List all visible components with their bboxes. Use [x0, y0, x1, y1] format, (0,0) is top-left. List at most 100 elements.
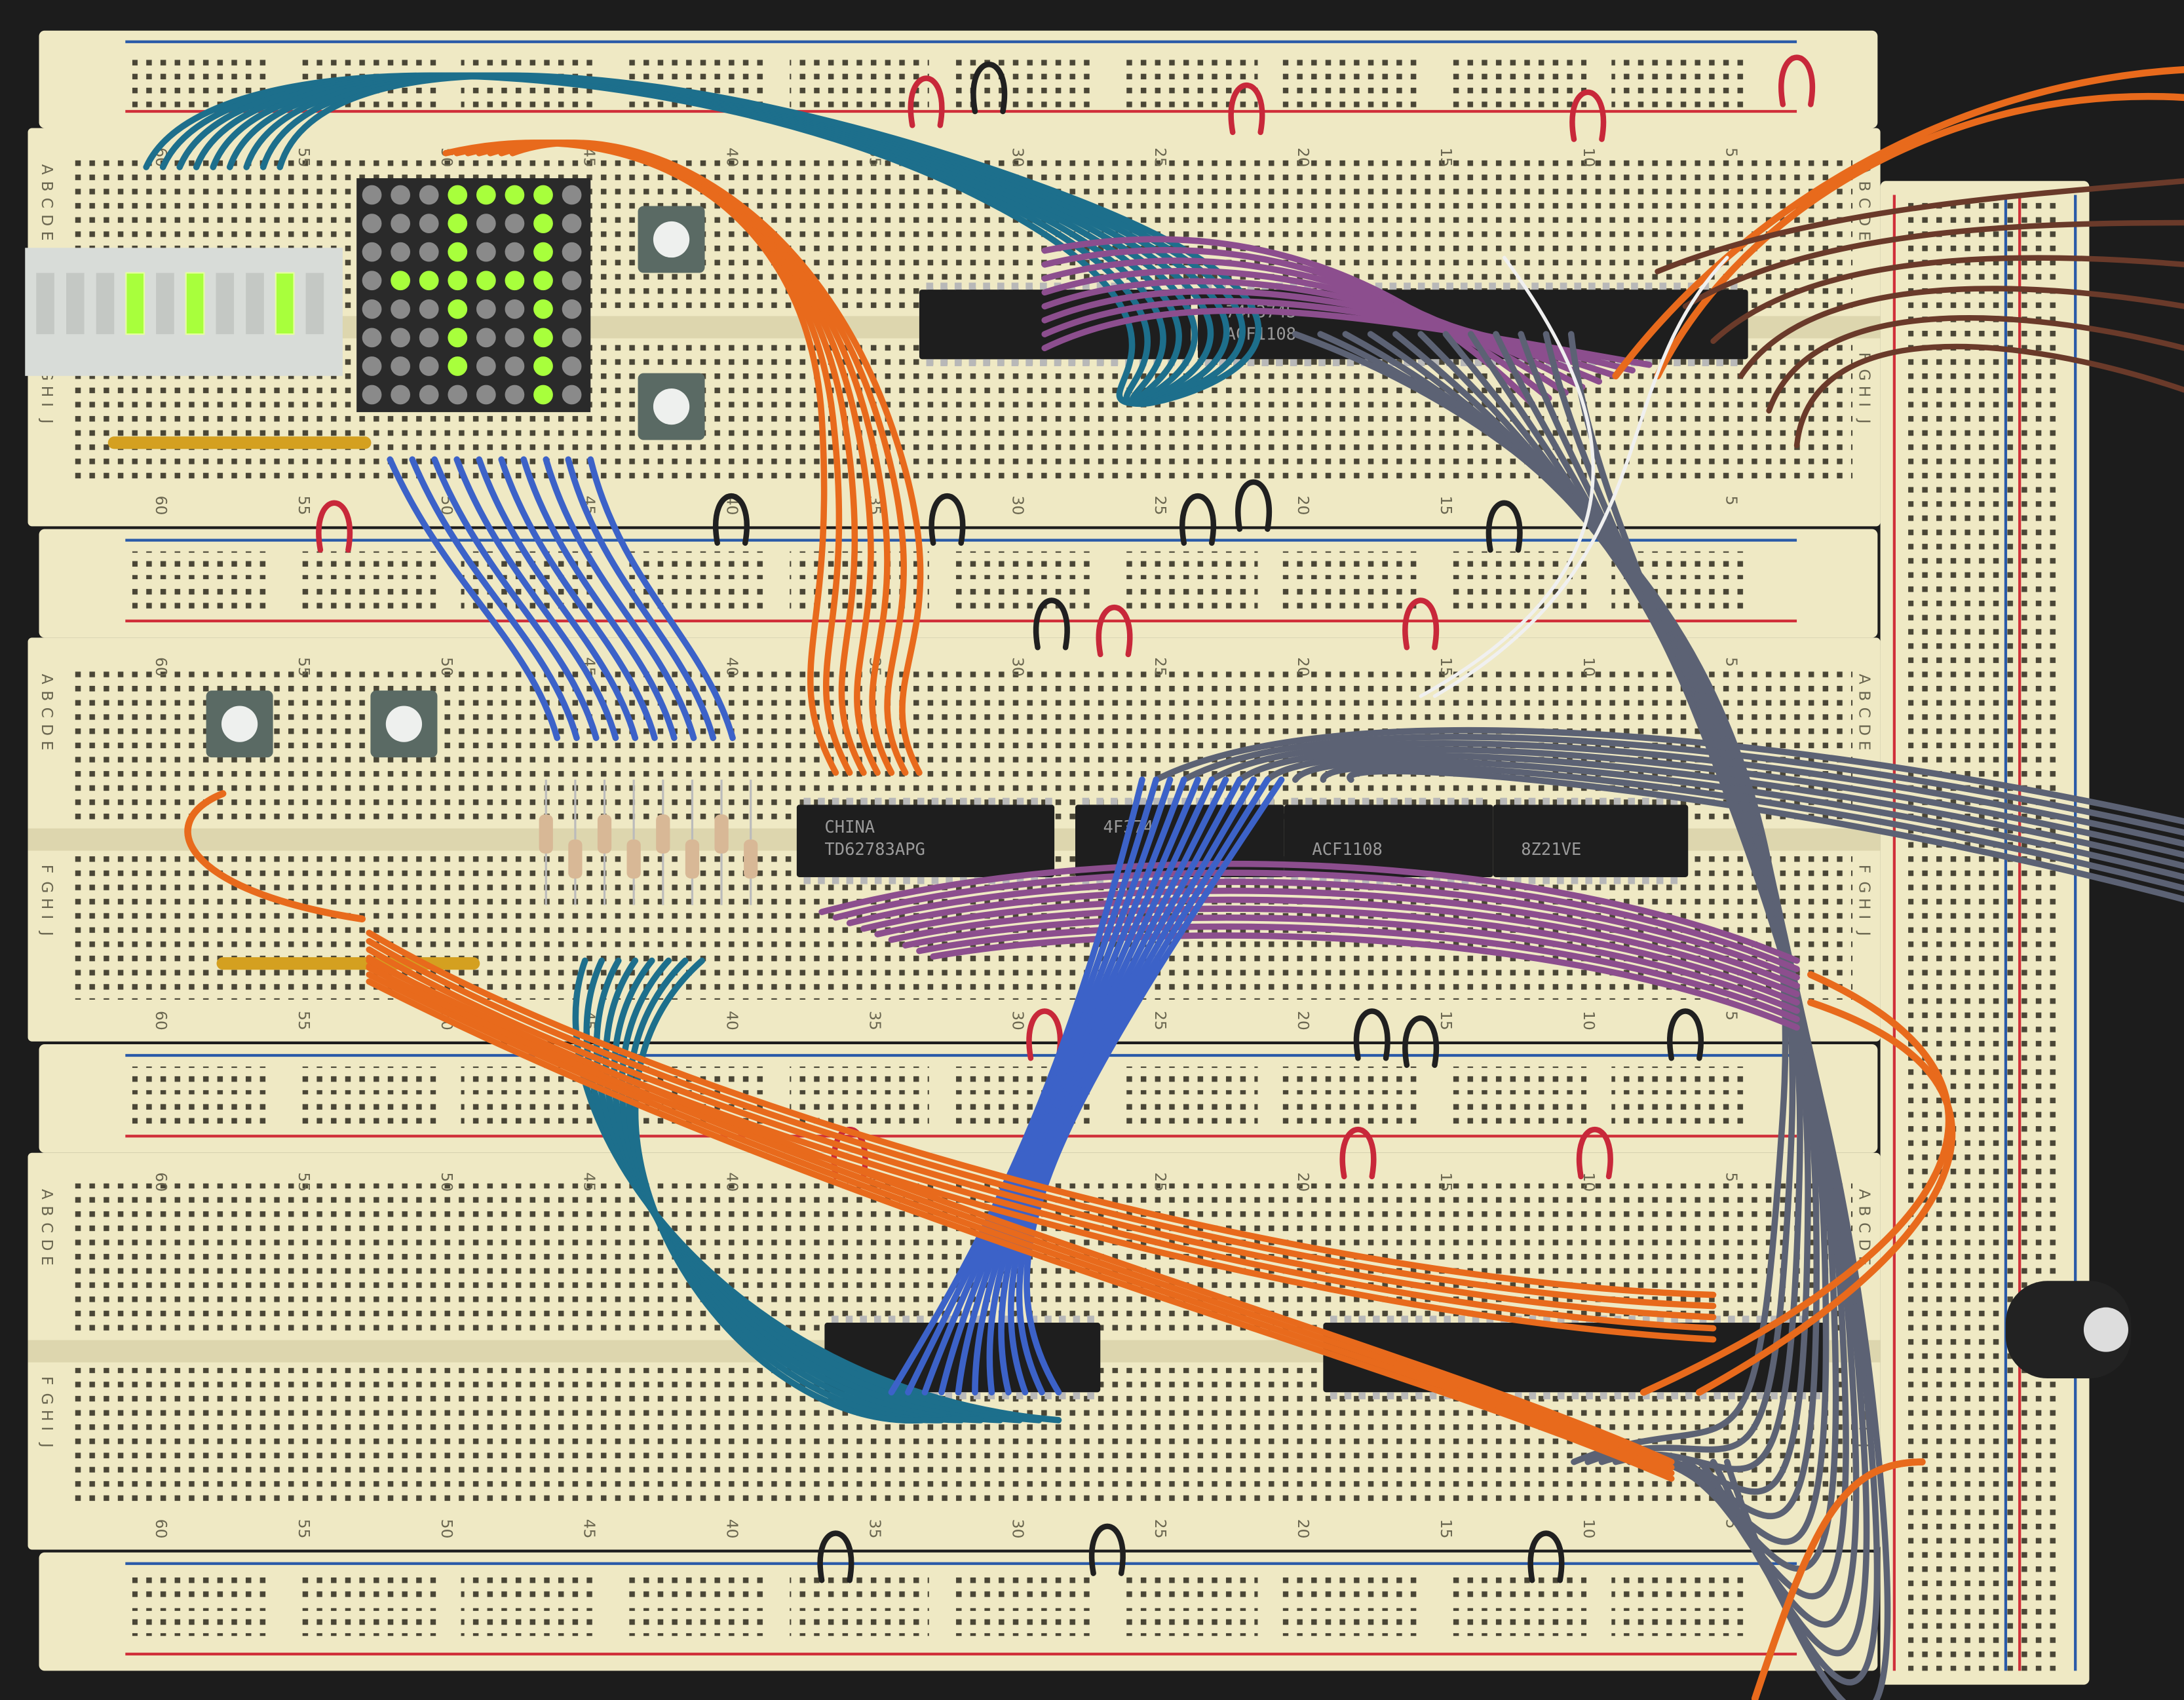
- jumper-wire: [1682, 219, 2184, 309]
- led-off: [419, 385, 439, 405]
- hook-wire: [1228, 83, 1265, 136]
- resistor: [744, 839, 758, 879]
- jumper-wire: [1041, 236, 1535, 407]
- chip-pin: [1358, 1392, 1366, 1399]
- column-number: 35: [866, 1519, 884, 1539]
- chip-pin: [1082, 359, 1090, 366]
- rail-holes: [132, 52, 272, 81]
- row-letter: H: [38, 1410, 56, 1422]
- rail-holes: [1611, 1608, 1751, 1636]
- chip-pin: [946, 797, 953, 805]
- rail-holes: [461, 1574, 601, 1603]
- jumper-wire: [1419, 255, 1595, 698]
- led-off: [505, 356, 525, 376]
- row-letter: D: [38, 724, 56, 736]
- row-letter: C: [1856, 708, 1874, 718]
- chip-pin: [1417, 282, 1425, 290]
- chip-pin: [1219, 359, 1226, 366]
- led-off: [391, 385, 411, 405]
- jumper-wire: [1292, 758, 2184, 880]
- led-off: [476, 299, 496, 319]
- rail-holes: [132, 584, 272, 613]
- led-off: [419, 185, 439, 205]
- led-off: [362, 242, 382, 262]
- chip-pin: [1319, 877, 1327, 884]
- chip-pin: [1586, 1392, 1593, 1399]
- chip-pin: [1657, 1392, 1664, 1399]
- chip-pin: [832, 877, 839, 884]
- resistor: [539, 814, 553, 854]
- hook-wire: [1527, 1530, 1565, 1583]
- chip-pin: [917, 877, 925, 884]
- chip-pin: [973, 1315, 981, 1323]
- chip-pin: [1261, 359, 1269, 366]
- chip-label-line2: TD62783APG: [824, 840, 925, 859]
- row-letter: I: [1856, 915, 1874, 919]
- chip-pin: [954, 282, 962, 290]
- hook-wire: [1179, 493, 1216, 546]
- rail-holes: [1118, 52, 1258, 81]
- chip-pin: [1373, 1315, 1380, 1323]
- chip-pin: [889, 797, 896, 805]
- hook-wire: [1569, 89, 1607, 142]
- jumper-wire: [905, 776, 1160, 1396]
- led-off: [562, 185, 582, 205]
- chip-pin: [1585, 877, 1593, 884]
- chip-pin: [1503, 282, 1510, 290]
- chip-pin: [1276, 359, 1283, 366]
- chip-pin: [1031, 797, 1039, 805]
- rail-holes: [954, 551, 1094, 580]
- components: [25, 178, 2132, 1379]
- chip-pin: [1642, 1392, 1650, 1399]
- led-off: [362, 385, 382, 405]
- chip-pin: [1433, 797, 1440, 805]
- jumper-wire: [1766, 315, 2184, 414]
- column-number: 15: [1437, 147, 1455, 167]
- chip-pin: [1401, 1392, 1409, 1399]
- row-letter: B: [1856, 1206, 1874, 1217]
- chip-pin: [903, 877, 910, 884]
- row-letter: D: [1856, 1239, 1874, 1251]
- chip-pin: [874, 797, 882, 805]
- jumper-wire: [1236, 746, 2184, 858]
- jumper-wire: [1208, 740, 2184, 847]
- chip-pin: [1096, 359, 1104, 366]
- chip-pin: [987, 1392, 995, 1399]
- column-number: 15: [1437, 1173, 1455, 1192]
- jumper-wire: [818, 860, 1800, 964]
- rail-holes: [954, 1608, 1094, 1636]
- chip-pin: [1656, 877, 1664, 884]
- chip-pin: [931, 877, 939, 884]
- chip-pin: [1247, 359, 1255, 366]
- chip-pin: [1500, 797, 1507, 805]
- jumper-wire: [1181, 734, 2184, 836]
- chip-pin: [1003, 877, 1010, 884]
- chip-pin: [1543, 1392, 1550, 1399]
- chip-pin: [902, 1315, 910, 1323]
- chip-pin: [926, 359, 934, 366]
- rail-holes: [790, 52, 929, 81]
- column-number: 40: [723, 1519, 742, 1539]
- jumper-wire: [938, 776, 1187, 1396]
- chip-body: [1284, 804, 1493, 877]
- hook-wire: [1667, 1008, 1704, 1061]
- chip-pin: [1628, 877, 1636, 884]
- hook-wire: [1026, 1008, 1063, 1061]
- led-off: [562, 214, 582, 233]
- row-letter: H: [1856, 386, 1874, 398]
- chip-pin: [1087, 1392, 1094, 1399]
- jumper-wire: [874, 896, 1800, 998]
- chip-pin: [1233, 359, 1240, 366]
- led-on: [448, 214, 468, 233]
- column-number: 5: [1723, 496, 1741, 506]
- chip-pin: [1030, 1392, 1038, 1399]
- chip-pin: [1628, 1392, 1636, 1399]
- row-letter: C: [38, 708, 56, 718]
- chip-pin: [1571, 797, 1579, 805]
- hook-wire: [1485, 500, 1523, 553]
- chip-pin: [1514, 797, 1522, 805]
- rail-holes: [296, 1574, 436, 1603]
- push-button: [638, 206, 705, 273]
- chip-pin: [1348, 797, 1355, 805]
- chip-pin: [860, 1315, 867, 1323]
